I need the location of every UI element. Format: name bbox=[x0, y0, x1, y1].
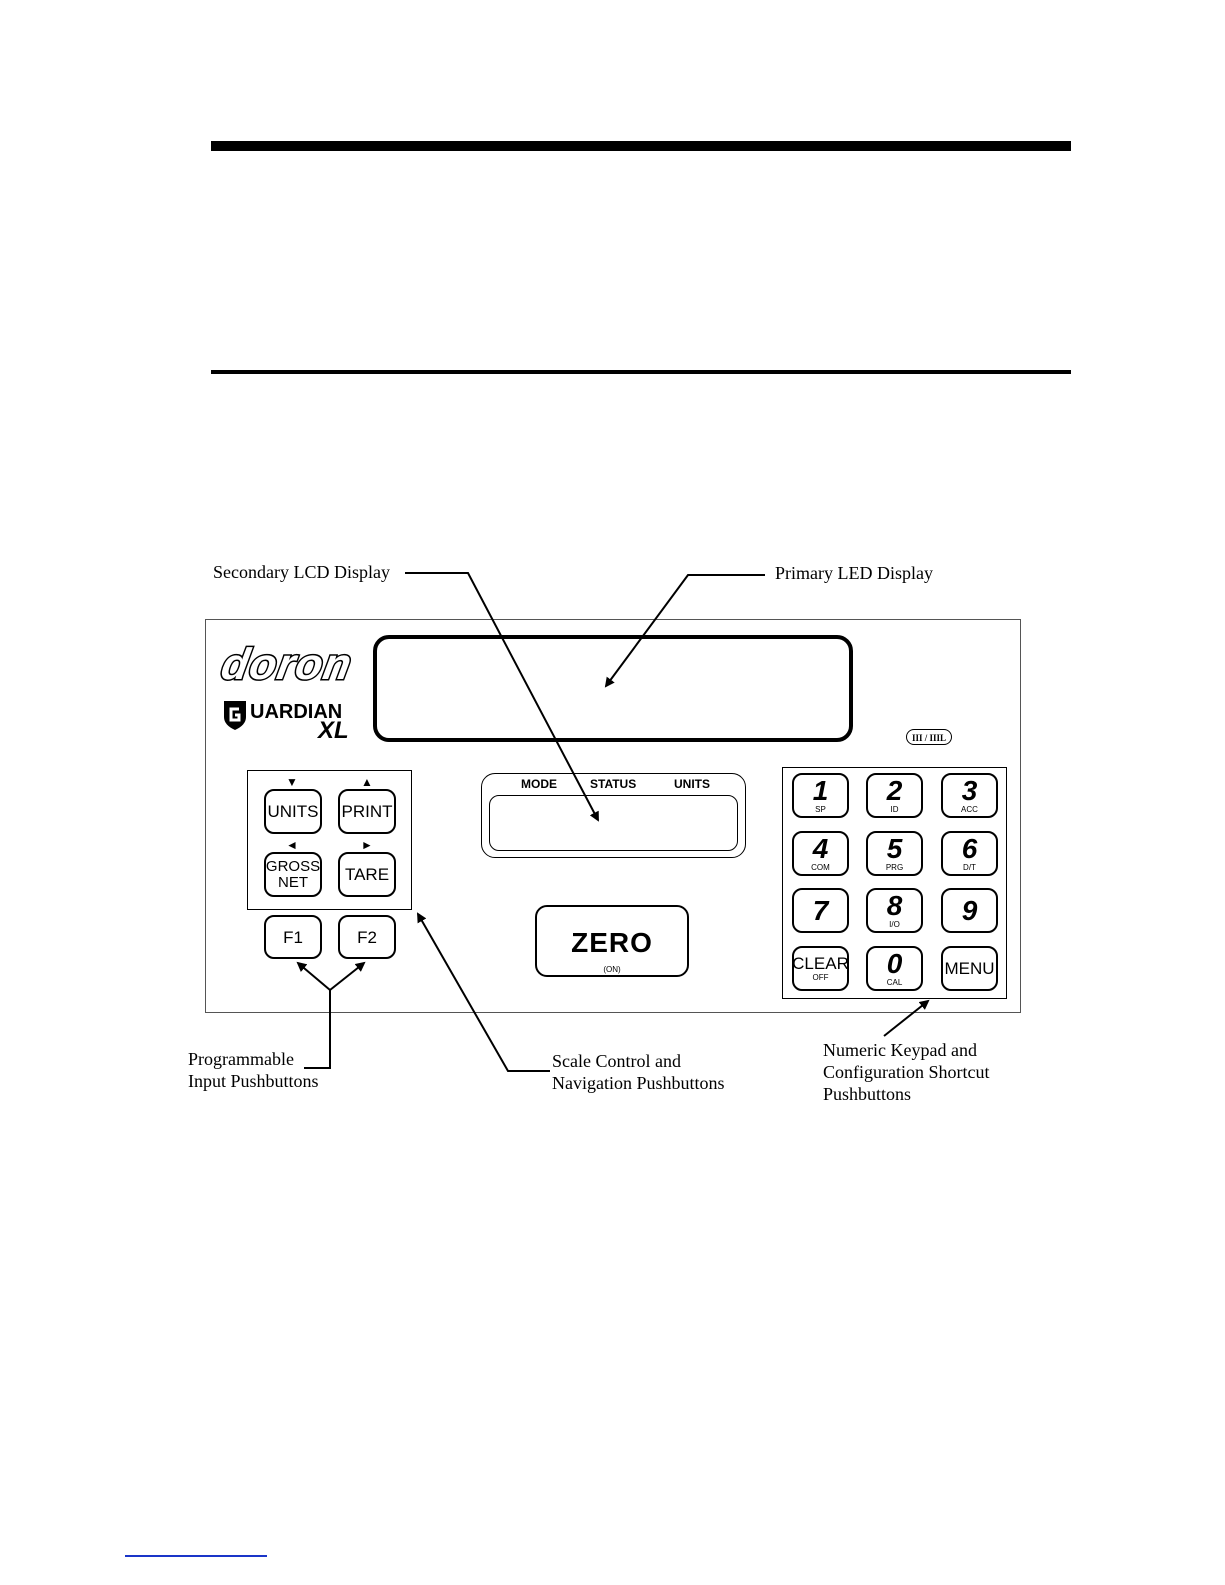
callout-programmable-inputs: Programmable Input Pushbuttons bbox=[188, 1049, 319, 1091]
footer-link-underline bbox=[125, 1555, 267, 1557]
keypad-key-sublabel: D/T bbox=[963, 862, 976, 872]
keypad-key-label: CLEAR bbox=[792, 954, 849, 973]
keypad-key-sublabel: OFF bbox=[812, 973, 829, 982]
keypad-key-label: 4 bbox=[812, 832, 829, 864]
print-button-label: PRINT bbox=[341, 802, 393, 821]
gross-net-button[interactable]: GROSS NET bbox=[264, 852, 322, 897]
keypad-key-label: 3 bbox=[961, 774, 978, 806]
lcd-status-label: STATUS bbox=[590, 777, 637, 791]
scale-control-key-group bbox=[247, 770, 412, 910]
guardian-wordmark: UARDIAN bbox=[250, 701, 343, 723]
keypad-key-label: 9 bbox=[961, 894, 978, 926]
numeric-keypad-group bbox=[782, 767, 1007, 999]
left-arrow-icon: ◄ bbox=[286, 838, 298, 852]
up-arrow-icon: ▲ bbox=[361, 775, 373, 789]
accuracy-class-badge: III / IIIL bbox=[906, 729, 952, 745]
keypad-key-label: 1 bbox=[812, 774, 829, 806]
f2-button[interactable]: F2 bbox=[338, 915, 396, 959]
guardian-xl-logo: UARDIAN XL bbox=[222, 697, 372, 747]
callout-primary-led: Primary LED Display bbox=[775, 563, 933, 583]
f1-button-label: F1 bbox=[283, 927, 303, 947]
keypad-key-sublabel: I/O bbox=[889, 919, 900, 929]
keypad-key-sublabel: SP bbox=[815, 804, 826, 814]
primary-led-display bbox=[373, 635, 853, 742]
keypad-key-label: 2 bbox=[886, 774, 903, 806]
callout-scale-control: Scale Control and Navigation Pushbuttons bbox=[552, 1051, 725, 1093]
keypad-key-label: 5 bbox=[886, 832, 903, 864]
f2-button-label: F2 bbox=[357, 927, 377, 947]
down-arrow-icon: ▼ bbox=[286, 775, 298, 789]
keypad-key-sublabel: PRG bbox=[885, 862, 904, 872]
net-label: NET bbox=[278, 873, 308, 891]
callout-numeric-keypad: Numeric Keypad and Configuration Shortcu… bbox=[823, 1040, 990, 1104]
tare-button[interactable]: TARE bbox=[338, 852, 396, 897]
gross-label: GROSS bbox=[265, 857, 321, 875]
keypad-key-sublabel: ACC bbox=[961, 804, 978, 814]
keypad-key-label: 8 bbox=[886, 889, 903, 921]
callout-secondary-lcd: Secondary LCD Display bbox=[213, 562, 390, 582]
print-button[interactable]: PRINT bbox=[338, 789, 396, 834]
zero-button-sublabel: (ON) bbox=[603, 965, 621, 974]
doron-logo: doron bbox=[216, 639, 357, 691]
keypad-key-label: 7 bbox=[812, 894, 829, 926]
units-button[interactable]: UNITS bbox=[264, 789, 322, 834]
tare-button-label: TARE bbox=[344, 865, 390, 884]
f1-button[interactable]: F1 bbox=[264, 915, 322, 959]
lcd-mode-label: MODE bbox=[521, 777, 557, 791]
lcd-units-label: UNITS bbox=[674, 777, 710, 791]
keypad-key-label: 0 bbox=[886, 947, 903, 979]
keypad-key-sublabel: CAL bbox=[886, 977, 903, 987]
shield-g-icon bbox=[224, 701, 246, 730]
keypad-key-7[interactable]: 7 bbox=[792, 888, 849, 933]
keypad-key-label: 6 bbox=[961, 832, 978, 864]
units-button-label: UNITS bbox=[267, 802, 319, 821]
zero-button-label: ZERO bbox=[571, 927, 653, 958]
keypad-key-menu[interactable]: MENU bbox=[941, 946, 998, 991]
keypad-key-sublabel: COM bbox=[811, 862, 830, 872]
keypad-key-9[interactable]: 9 bbox=[941, 888, 998, 933]
header-rule-top bbox=[211, 141, 1071, 151]
header-rule-bottom bbox=[211, 370, 1071, 374]
xl-wordmark: XL bbox=[318, 717, 349, 744]
right-arrow-icon: ► bbox=[361, 838, 373, 852]
keypad-key-label: MENU bbox=[944, 959, 995, 978]
secondary-lcd-display bbox=[489, 795, 738, 851]
zero-button[interactable]: ZERO (ON) bbox=[535, 905, 689, 977]
keypad-key-sublabel: ID bbox=[890, 804, 899, 814]
